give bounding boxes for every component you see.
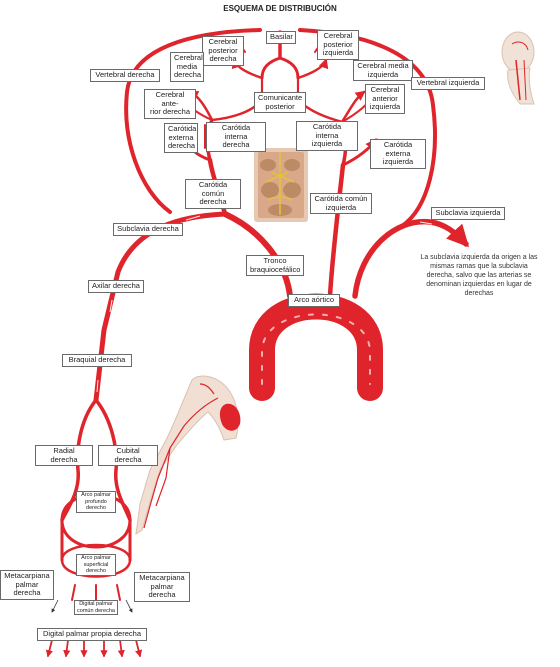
label-arco-palmar-superficial: Arco palmar superficial derecho xyxy=(76,554,116,576)
superficial-palmar-arch-vessel xyxy=(60,518,132,549)
label-carotida-externa-derecha: Carótida externa derecha xyxy=(164,123,198,153)
right-vertebral-vessel xyxy=(124,28,262,214)
right-radial-vessel xyxy=(60,398,98,522)
label-arco-palmar-profundo: Arco palmar profundo derecho xyxy=(76,491,116,513)
label-tronco-braquiocefalico: Tronco braquiocefálico xyxy=(246,255,304,276)
right-subclavian-vessel xyxy=(93,211,228,403)
label-cerebral-anterior-derecha: Cerebral ante- rior derecha xyxy=(144,89,196,119)
aortic-arch-vessel xyxy=(249,293,383,401)
label-subclavia-izquierda: Subclavia izquierda xyxy=(431,207,505,220)
label-cerebral-media-derecha: Cerebral media derecha xyxy=(170,52,204,82)
label-carotida-externa-izquierda: Carótida externa izquierda xyxy=(370,139,426,169)
arm-arteries-thumbnail xyxy=(135,375,241,536)
label-metacarpiana-palmar-right: Metacarpiana palmar derecha xyxy=(134,572,190,602)
label-vertebral-derecha: Vertebral derecha xyxy=(90,69,160,82)
label-subclavia-derecha: Subclavia derecha xyxy=(113,223,183,236)
brain-base-image xyxy=(254,148,308,222)
label-vertebral-izquierda: Vertebral izquierda xyxy=(411,77,485,90)
head-neck-thumbnail xyxy=(501,31,535,105)
label-carotida-interna-derecha: Carótida interna derecha xyxy=(206,122,266,152)
label-cerebral-media-izquierda: Cerebral media izquierda xyxy=(353,60,413,81)
left-common-carotid-vessel xyxy=(327,162,346,299)
label-arco-aortico: Arco aórtico xyxy=(288,294,340,307)
label-cerebral-anterior-izquierda: Cerebral anterior izquierda xyxy=(365,84,405,114)
label-radial-derecha: Radial derecha xyxy=(35,445,93,466)
label-carotida-comun-izquierda: Carótida común izquierda xyxy=(310,193,372,214)
label-cubital-derecha: Cubital derecha xyxy=(98,445,158,466)
label-digital-palmar-comun: Digital palmar común derecha xyxy=(74,600,118,615)
diagram-title: ESQUEMA DE DISTRIBUCIÓN xyxy=(223,4,337,13)
left-subclavian-note: La subclavia izquierda da origen a las m… xyxy=(420,254,538,297)
label-cerebral-posterior-izquierda: Cerebral posterior izquierda xyxy=(317,30,359,60)
label-cerebral-posterior-derecha: Cerebral posterior derecha xyxy=(202,36,244,66)
label-carotida-comun-derecha: Carótida común derecha xyxy=(185,179,241,209)
label-braquial-derecha: Braquial derecha xyxy=(62,354,132,367)
brachiocephalic-trunk-vessel xyxy=(222,211,293,299)
label-axilar-derecha: Axilar derecha xyxy=(88,280,144,293)
label-digital-palmar-propia: Digital palmar propia derecha xyxy=(37,628,147,641)
label-basilar: Basilar xyxy=(266,31,296,44)
label-carotida-interna-izquierda: Carótida interna izquierda xyxy=(296,121,358,151)
label-comunicante-posterior: Comunicante posterior xyxy=(254,92,306,113)
label-metacarpiana-palmar-left: Metacarpiana palmar derecha xyxy=(0,570,54,600)
